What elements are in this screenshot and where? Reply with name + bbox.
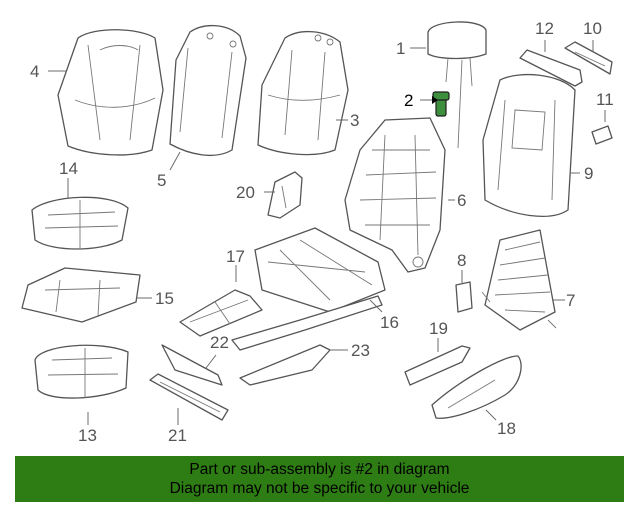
part-20-bracket	[267, 171, 303, 219]
part-14-cushion-cover	[31, 196, 129, 250]
callout-17: 17	[226, 247, 245, 266]
banner-line-disclaimer: Diagram may not be specific to your vehi…	[169, 480, 470, 497]
part-11-clip	[591, 125, 613, 145]
part-13-trim-cover	[34, 344, 129, 399]
part-18-side-cover	[431, 355, 522, 419]
callout-labels: 4 5 3 1 2 6 12 10 11 9 14 15 13 17 16 22…	[30, 19, 614, 445]
part-9-back-cover	[482, 73, 576, 217]
callout-16: 16	[380, 313, 399, 332]
part-8-bracket	[455, 281, 473, 313]
part-2-guide-sleeve	[432, 91, 450, 117]
callout-15: 15	[155, 289, 174, 308]
callout-21: 21	[168, 426, 187, 445]
part-19-bracket	[404, 345, 471, 386]
part-16-seat-frame	[231, 227, 386, 351]
part-4-backrest-cover	[57, 29, 164, 156]
callout-19: 19	[429, 319, 448, 338]
callout-10: 10	[583, 19, 602, 38]
callout-9: 9	[584, 164, 593, 183]
callout-6: 6	[457, 191, 466, 210]
part-17-seat-rail	[179, 289, 263, 337]
callout-8: 8	[457, 251, 466, 270]
leader-lines	[48, 40, 606, 425]
seat-parts-diagram: 4 5 3 1 2 6 12 10 11 9 14 15 13 17 16 22…	[21, 19, 614, 445]
part-23-side-panel	[239, 344, 331, 386]
callout-5: 5	[157, 171, 166, 190]
callout-2: 2	[404, 91, 413, 110]
part-5-back-panel	[169, 25, 247, 156]
callout-7: 7	[566, 291, 575, 310]
part-1-headrest	[427, 21, 487, 149]
callout-13: 13	[78, 426, 97, 445]
callout-4: 4	[30, 62, 39, 81]
part-12-trim-strip	[519, 49, 583, 87]
part-10-trim-panel	[564, 41, 613, 75]
callout-20: 20	[236, 183, 255, 202]
banner-line-part-number: Part or sub-assembly is #2 in diagram	[189, 461, 450, 478]
callout-11: 11	[596, 90, 614, 109]
part-7-lumbar-support	[481, 229, 557, 331]
info-banner: Part or sub-assembly is #2 in diagram Di…	[15, 456, 624, 502]
callout-12: 12	[535, 19, 554, 38]
callout-23: 23	[351, 341, 370, 360]
part-22-side-trim	[161, 344, 223, 386]
part-6-backrest-frame	[344, 117, 446, 273]
part-21-trim-strip	[149, 373, 229, 421]
callout-3: 3	[350, 111, 359, 130]
callout-22: 22	[210, 333, 229, 352]
callout-1: 1	[396, 39, 405, 58]
part-15-cushion-pad	[21, 267, 141, 323]
part-3-backrest-pad	[257, 31, 349, 156]
callout-18: 18	[497, 419, 516, 438]
callout-14: 14	[59, 159, 78, 178]
